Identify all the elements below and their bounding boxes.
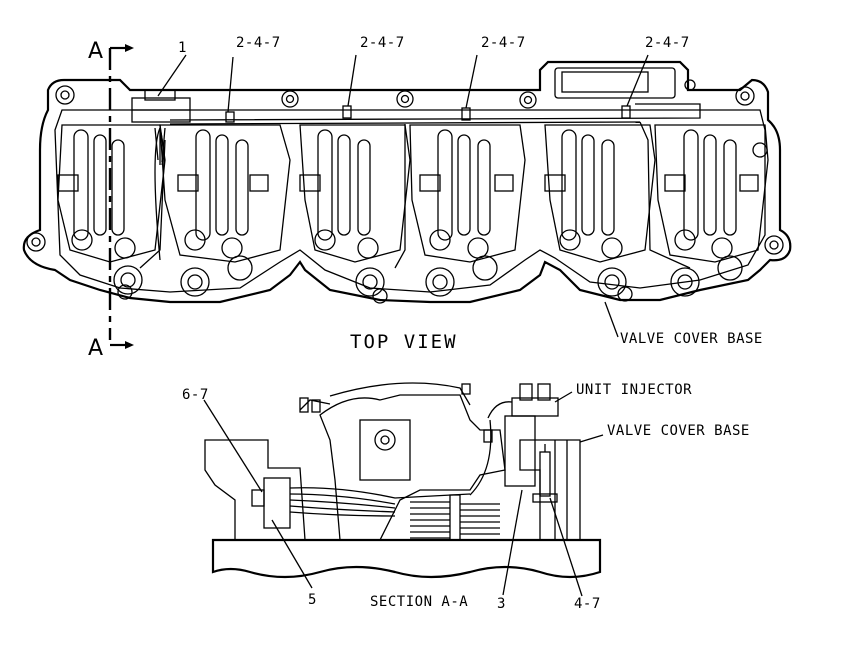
section-valve-springs — [410, 494, 500, 541]
callout-item-5: 5 — [308, 592, 317, 608]
callout-item-4-7: 4-7 — [574, 596, 601, 612]
section-unit-injector — [487, 383, 559, 487]
callout-top-d: 2-4-7 — [645, 35, 690, 51]
connector-housing — [131, 89, 191, 123]
valve-cover-base-label-section: VALVE COVER BASE — [607, 423, 750, 439]
top-view-drawing — [22, 44, 792, 349]
rocker-arm-group-2 — [299, 124, 526, 297]
section-base-plate — [211, 538, 602, 579]
wiring-harness — [139, 103, 701, 269]
section-harness-bundle — [251, 419, 492, 529]
callout-item-1: 1 — [178, 40, 187, 56]
valve-cover-base-outline — [22, 60, 792, 304]
section-cover-base-body — [204, 439, 306, 541]
section-bolt — [532, 444, 558, 503]
section-title: SECTION A-A — [370, 594, 468, 610]
section-view-leaders — [203, 391, 604, 597]
section-view-drawing — [204, 382, 602, 579]
callout-item-6-7: 6-7 — [182, 387, 209, 403]
top-right-plate — [554, 67, 696, 99]
section-cut-line — [108, 44, 134, 349]
section-rocker-housing — [319, 394, 506, 541]
callout-top-c: 2-4-7 — [481, 35, 526, 51]
callout-top-a: 2-4-7 — [236, 35, 281, 51]
rocker-arm-group-3 — [544, 124, 769, 297]
rocker-arm-group-1 — [57, 124, 291, 297]
unit-injector-label: UNIT INJECTOR — [576, 382, 692, 398]
inner-outline — [54, 109, 766, 293]
top-view-title: TOP VIEW — [350, 331, 458, 353]
section-studs — [299, 383, 493, 443]
section-marker-top: A — [88, 39, 103, 64]
valve-cover-base-label-top: VALVE COVER BASE — [620, 331, 763, 347]
section-marker-bottom: A — [88, 336, 103, 361]
callout-top-b: 2-4-7 — [360, 35, 405, 51]
mounting-bolt-holes — [26, 85, 784, 304]
callout-item-3: 3 — [497, 596, 506, 612]
top-view-leaders — [157, 54, 649, 338]
